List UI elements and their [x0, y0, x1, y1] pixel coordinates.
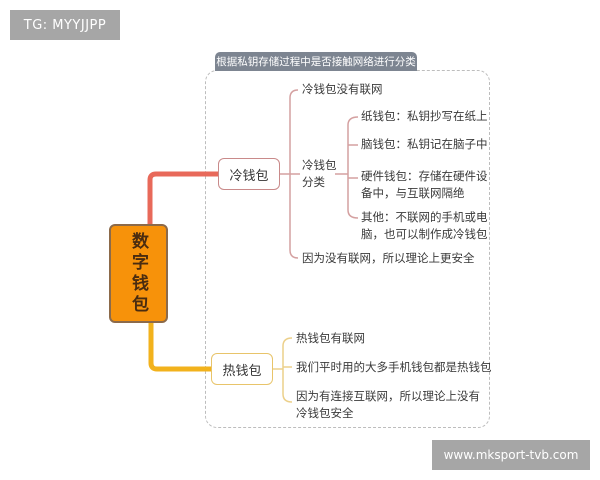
cold-item-safer: 因为没有联网，所以理论上更安全: [302, 251, 475, 265]
hot-item-mobile: 我们平时用的大多手机钱包都是热钱包: [296, 360, 492, 374]
cold-category-label: 冷钱包 分类: [302, 157, 337, 191]
hot-wallet-node[interactable]: 热钱包: [211, 353, 273, 385]
cold-item-no-network: 冷钱包没有联网: [302, 82, 383, 96]
cold-category-line2: 分类: [302, 175, 325, 189]
hardware-line1: 硬件钱包：存储在硬件设: [361, 169, 488, 183]
cold-category-other: 其他：不联网的手机或电 脑，也可以制作成冷钱包: [361, 209, 488, 243]
root-node-digital-wallet[interactable]: 数字钱包: [109, 224, 168, 323]
cold-category-paper: 纸钱包：私钥抄写在纸上: [361, 109, 488, 123]
other-line1: 其他：不联网的手机或电: [361, 210, 488, 224]
site-watermark: www.mksport-tvb.com: [432, 440, 590, 470]
hardware-line2: 备中，与互联网隔绝: [361, 186, 465, 200]
other-line2: 脑，也可以制作成冷钱包: [361, 227, 488, 241]
group-label: 根据私钥存储过程中是否接触网络进行分类: [215, 52, 417, 71]
cold-category-line1: 冷钱包: [302, 158, 337, 172]
less-safe-line2: 冷钱包安全: [296, 406, 354, 420]
hot-item-networked: 热钱包有联网: [296, 331, 365, 345]
cold-category-brain: 脑钱包：私钥记在脑子中: [361, 137, 488, 151]
cold-wallet-node[interactable]: 冷钱包: [218, 158, 280, 190]
less-safe-line1: 因为有连接互联网，所以理论上没有: [296, 389, 480, 403]
tg-watermark: TG: MYYJJPP: [10, 10, 120, 40]
cold-category-hardware: 硬件钱包：存储在硬件设 备中，与互联网隔绝: [361, 168, 488, 202]
hot-item-less-safe: 因为有连接互联网，所以理论上没有 冷钱包安全: [296, 388, 480, 422]
